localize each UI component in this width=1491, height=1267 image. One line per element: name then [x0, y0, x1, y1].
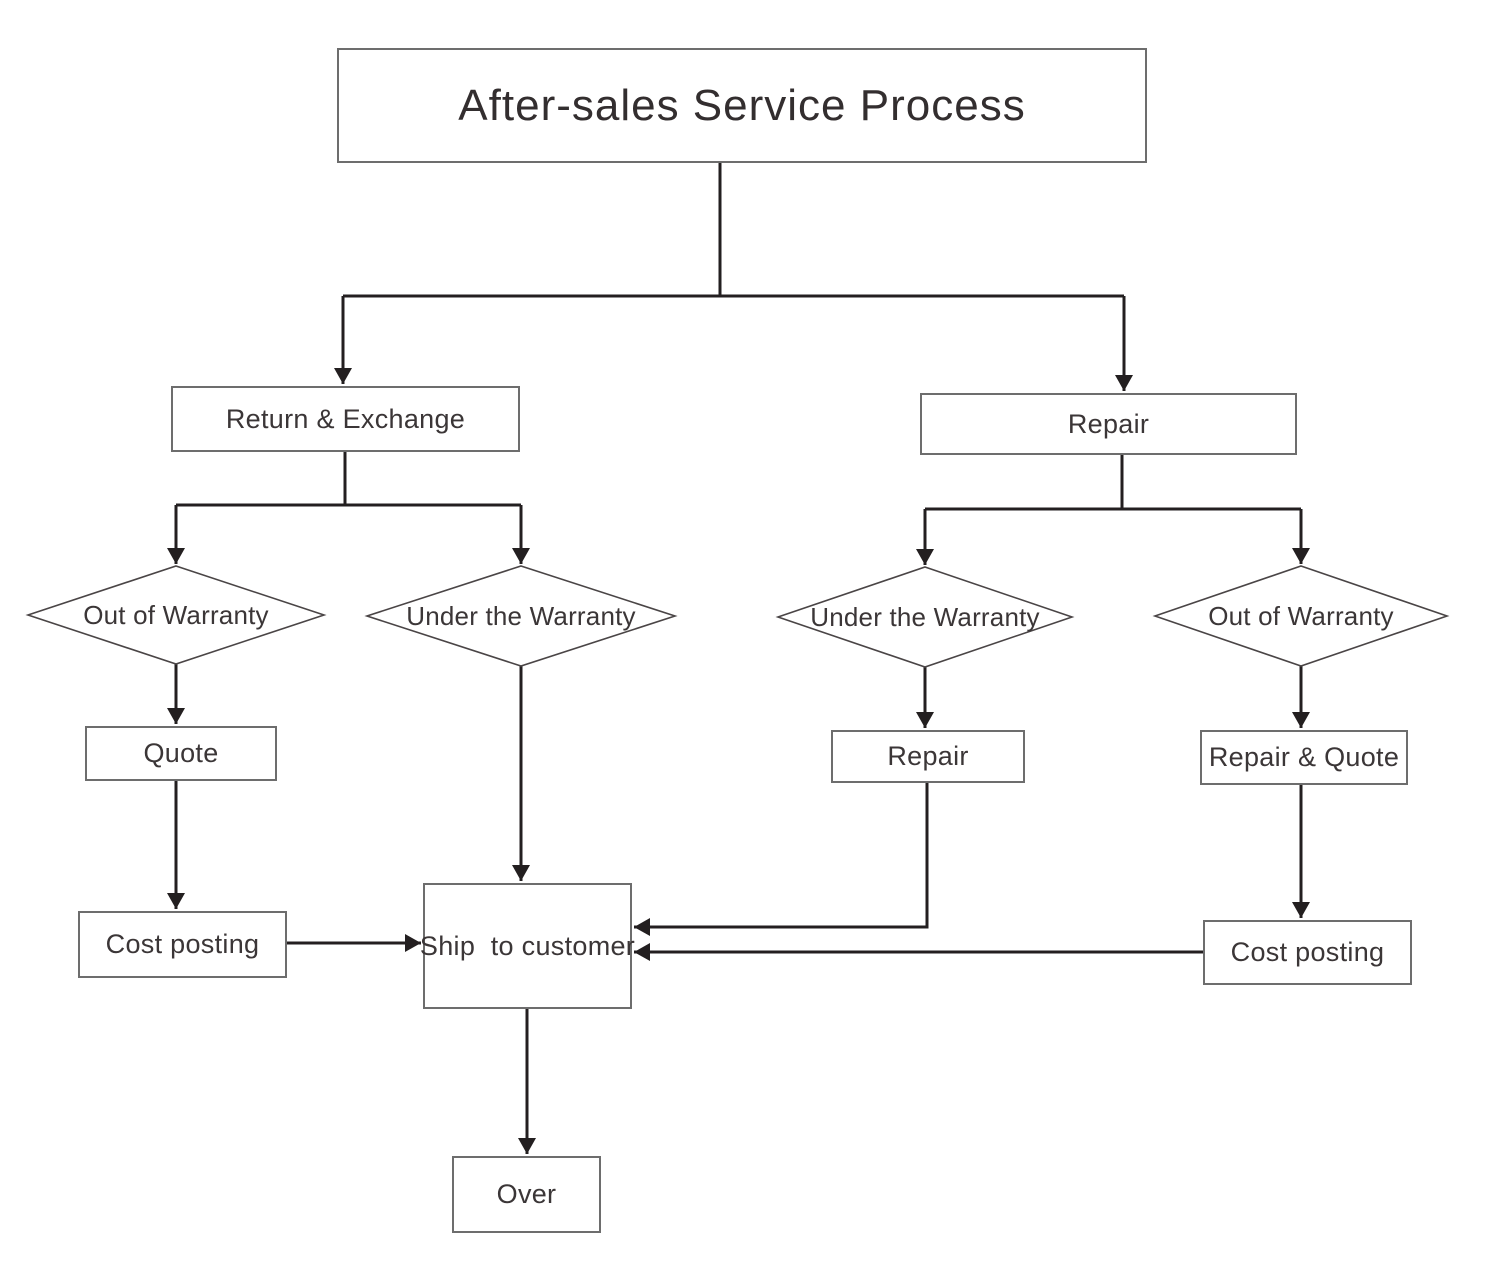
node-repair-and-quote-label: Repair & Quote	[1208, 742, 1400, 772]
node-cost-posting-left: Cost posting	[78, 911, 287, 978]
diamond-under-warranty-left-label: Under the Warranty	[406, 600, 636, 631]
node-repair-branch-label: Repair	[1067, 408, 1150, 439]
node-ship-to-customer-label: Ship to customer	[419, 930, 636, 961]
diamond-under-warranty-right-label: Under the Warranty	[810, 601, 1040, 632]
node-repair-action: Repair	[831, 730, 1025, 783]
node-over: Over	[452, 1156, 601, 1233]
node-over-label: Over	[496, 1179, 557, 1209]
node-return-exchange: Return & Exchange	[171, 386, 520, 452]
node-cost-posting-right-label: Cost posting	[1230, 937, 1385, 967]
diamond-out-of-warranty-left-label: Out of Warranty	[83, 599, 269, 630]
node-ship-to-customer: Ship to customer	[419, 883, 636, 1009]
node-quote-label: Quote	[143, 738, 219, 768]
page-title: After-sales Service Process	[458, 80, 1026, 130]
diamond-out-of-warranty-right	[1152, 565, 1450, 667]
node-cost-posting-left-label: Cost posting	[105, 929, 260, 959]
node-repair-action-label: Repair	[887, 741, 969, 771]
node-cost-posting-right: Cost posting	[1203, 920, 1412, 985]
node-repair-and-quote: Repair & Quote	[1200, 730, 1408, 785]
node-repair-branch: Repair	[920, 393, 1297, 455]
diamond-under-warranty-left	[364, 565, 678, 667]
diamond-under-warranty-right	[775, 566, 1075, 668]
diamond-out-of-warranty-right-label: Out of Warranty	[1208, 600, 1394, 631]
node-return-exchange-label: Return & Exchange	[225, 403, 466, 434]
diamond-out-of-warranty-left	[25, 565, 327, 665]
node-quote: Quote	[85, 726, 277, 781]
node-title: After-sales Service Process	[337, 48, 1147, 163]
edge-repair-to-ship	[634, 783, 929, 936]
